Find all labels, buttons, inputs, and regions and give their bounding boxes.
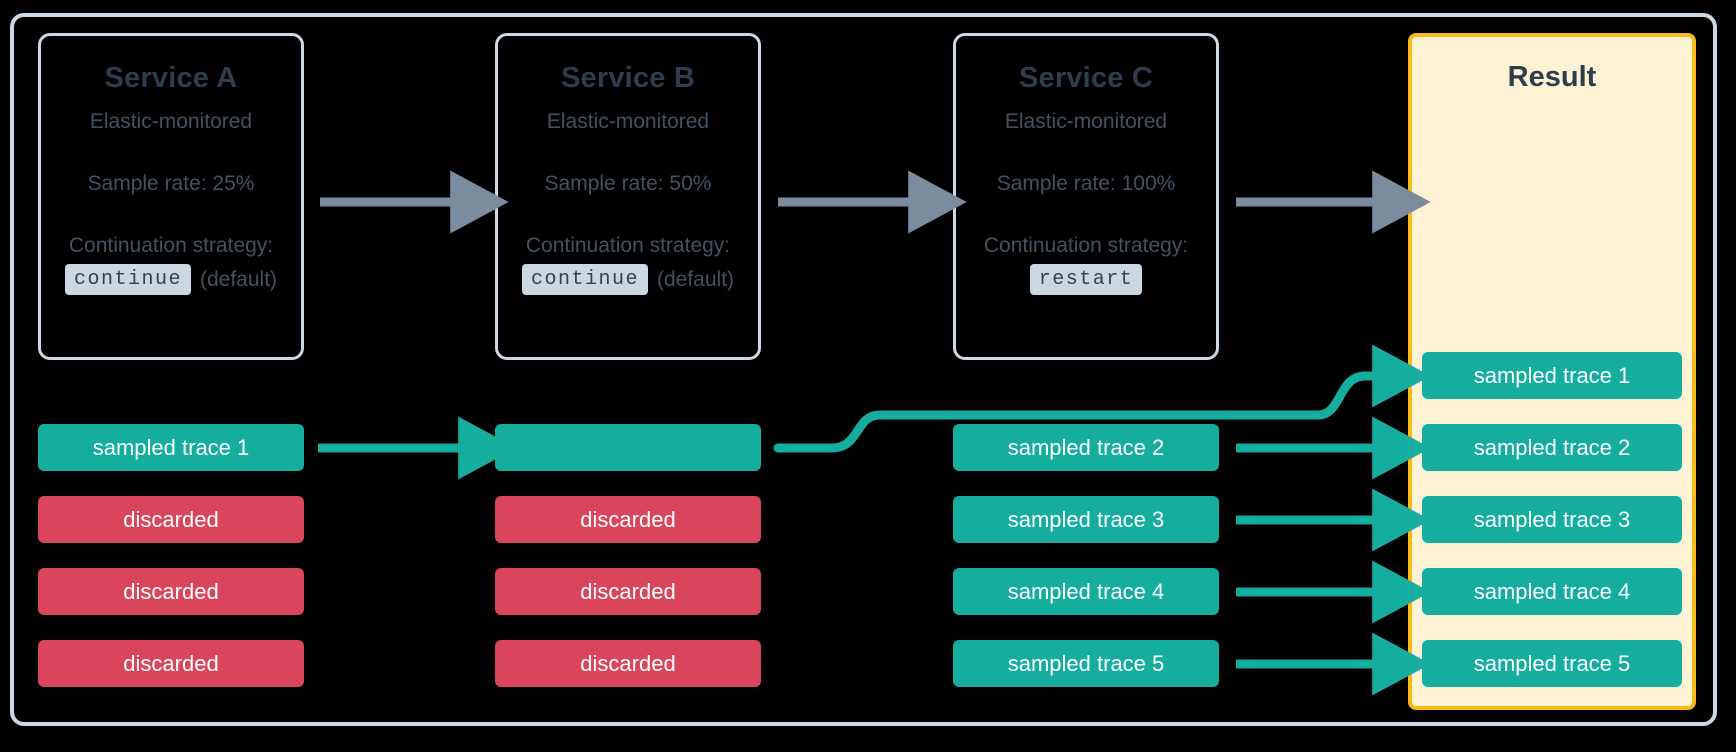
result-trace-bar-3[interactable]: sampled trace 3	[1422, 496, 1682, 543]
trace-bar-c-3[interactable]: sampled trace 4	[953, 568, 1219, 615]
service-c-title: Service C	[1019, 62, 1153, 94]
trace-bar-c-2[interactable]: sampled trace 3	[953, 496, 1219, 543]
trace-bar-a-3[interactable]: discarded	[38, 568, 304, 615]
trace-bar-c-4[interactable]: sampled trace 5	[953, 640, 1219, 687]
trace-bar-b-1[interactable]	[495, 424, 761, 471]
service-b-subtitle: Elastic-monitored	[546, 110, 710, 133]
service-b-strategy-value-row: continue (default)	[498, 264, 758, 296]
service-a-strategy-value-row: continue (default)	[41, 264, 301, 296]
trace-bar-a-1[interactable]: sampled trace 1	[38, 424, 304, 471]
service-c-subtitle: Elastic-monitored	[1004, 110, 1168, 133]
trace-bar-b-4[interactable]: discarded	[495, 640, 761, 687]
result-trace-bar-4[interactable]: sampled trace 4	[1422, 568, 1682, 615]
service-b-strategy-label: Continuation strategy:	[525, 234, 731, 257]
service-b-strategy-note: (default)	[656, 267, 735, 291]
trace-bar-b-2[interactable]: discarded	[495, 496, 761, 543]
service-c-strategy-label: Continuation strategy:	[983, 234, 1189, 257]
service-b-sample-rate: Sample rate: 50%	[544, 172, 712, 195]
service-b-strategy-chip: continue	[521, 264, 648, 296]
service-c-sample-rate: Sample rate: 100%	[996, 172, 1176, 195]
result-trace-bar-5[interactable]: sampled trace 5	[1422, 640, 1682, 687]
service-a-strategy-chip: continue	[64, 264, 191, 296]
trace-bar-a-4[interactable]: discarded	[38, 640, 304, 687]
service-card-b[interactable]: Service B Elastic-monitored Sample rate:…	[495, 33, 761, 360]
trace-bar-b-3[interactable]: discarded	[495, 568, 761, 615]
service-c-strategy-value-row: restart	[956, 264, 1216, 296]
trace-bar-a-2[interactable]: discarded	[38, 496, 304, 543]
service-a-sample-rate: Sample rate: 25%	[87, 172, 255, 195]
service-a-title: Service A	[104, 62, 238, 94]
service-a-strategy-label: Continuation strategy:	[68, 234, 274, 257]
service-card-a[interactable]: Service A Elastic-monitored Sample rate:…	[38, 33, 304, 360]
result-trace-bar-2[interactable]: sampled trace 2	[1422, 424, 1682, 471]
result-trace-bar-1[interactable]: sampled trace 1	[1422, 352, 1682, 399]
service-a-subtitle: Elastic-monitored	[89, 110, 253, 133]
service-c-strategy-chip: restart	[1029, 264, 1143, 296]
service-card-c[interactable]: Service C Elastic-monitored Sample rate:…	[953, 33, 1219, 360]
diagram-outer-frame	[10, 13, 1717, 726]
trace-bar-c-1[interactable]: sampled trace 2	[953, 424, 1219, 471]
service-a-strategy-note: (default)	[199, 267, 278, 291]
result-title: Result	[1507, 61, 1597, 93]
service-b-title: Service B	[561, 62, 695, 94]
